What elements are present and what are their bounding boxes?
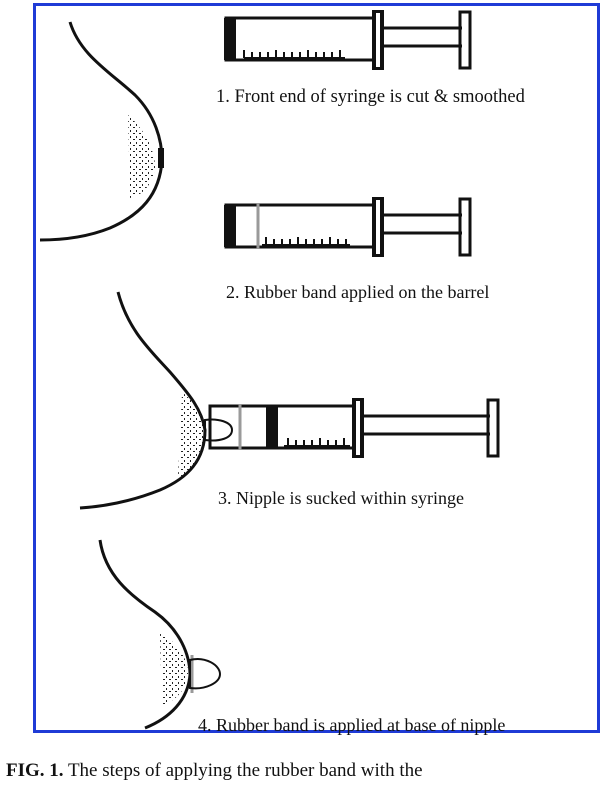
nipple-icon <box>189 658 222 690</box>
figure-label: FIG. 1. <box>6 760 64 781</box>
figure-caption-text: The steps of applying the rubber band wi… <box>67 760 423 781</box>
step-2-caption: 2. Rubber band applied on the barrel <box>226 282 490 302</box>
nipple-icon <box>158 148 164 168</box>
step-1-caption: 1. Front end of syringe is cut & smoothe… <box>216 87 525 107</box>
breast-outline-icon <box>39 21 164 242</box>
figure-frame <box>33 3 600 733</box>
breast-outline-icon <box>98 539 222 730</box>
syringe-icon <box>208 398 500 458</box>
figure-caption: FIG. 1. The steps of applying the rubber… <box>6 760 423 782</box>
syringe-icon <box>224 197 472 257</box>
step-4-caption: 4. Rubber band is applied at base of nip… <box>198 715 506 735</box>
nipple-icon <box>204 418 234 442</box>
step-3-caption: 3. Nipple is sucked within syringe <box>218 488 464 508</box>
breast-outline-icon <box>79 291 234 510</box>
syringe-icon <box>224 10 472 70</box>
